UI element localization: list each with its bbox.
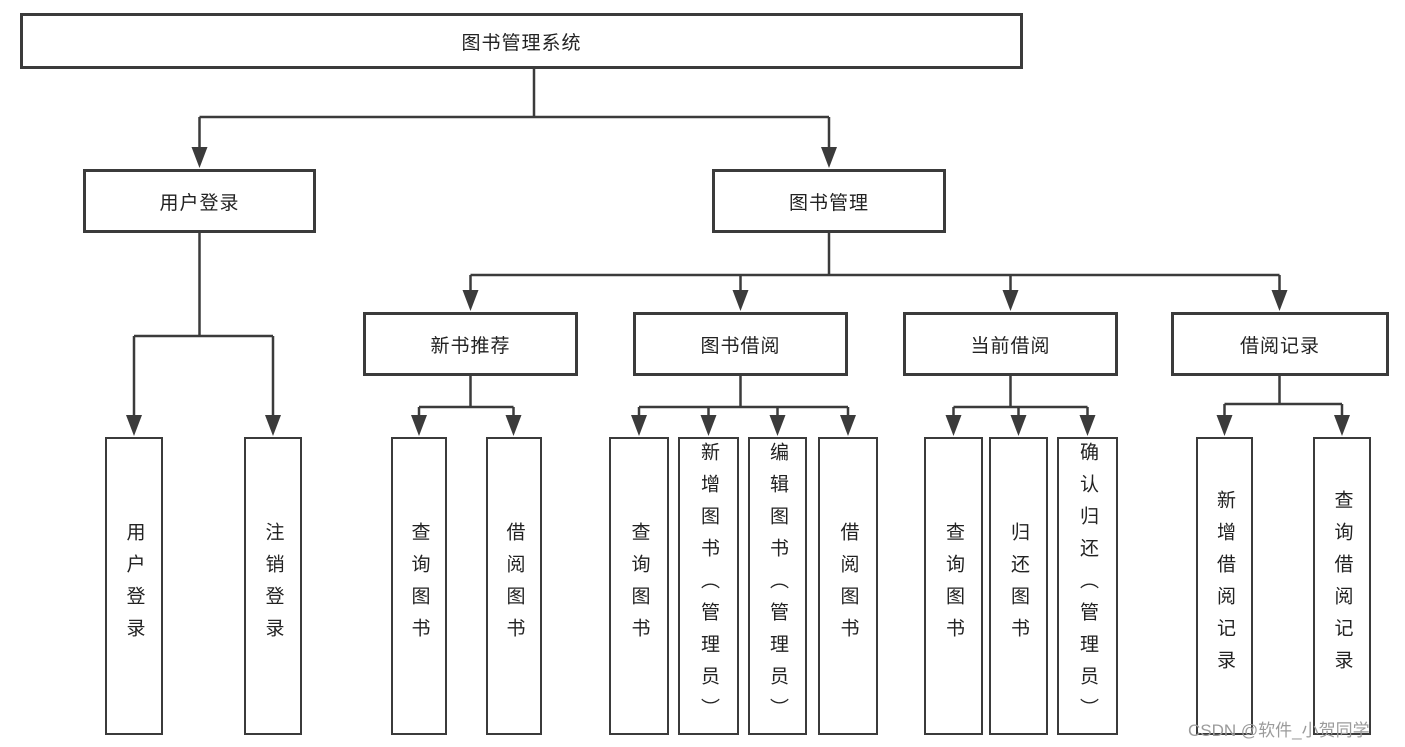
leaf-borrow-query-books: 查询图书 [609,437,669,735]
node-book-borrow-label: 图书借阅 [700,335,781,357]
leaf-borrow-add-books-label: 新增图书（管理员） [698,442,719,730]
leaf-records-add-record: 新增借阅记录 [1196,437,1253,735]
node-book-mgmt-label: 图书管理 [788,192,869,214]
leaf-records-query-record-label: 查询借阅记录 [1331,490,1353,682]
leaf-newbook-borrow-books-label: 借阅图书 [503,522,525,650]
node-new-book-recommend: 新书推荐 [363,312,578,376]
leaf-logout-login-label: 注销登录 [262,522,284,650]
leaf-records-query-record: 查询借阅记录 [1313,437,1371,735]
leaf-current-return-books-label: 归还图书 [1008,522,1029,650]
leaf-borrow-borrow-books-label: 借阅图书 [837,522,859,650]
leaf-user-login: 用户登录 [105,437,163,735]
leaf-logout-login: 注销登录 [244,437,302,735]
node-book-mgmt: 图书管理 [712,169,946,233]
node-root: 图书管理系统 [20,13,1023,69]
node-borrow-records-label: 借阅记录 [1239,335,1320,357]
leaf-user-login-label: 用户登录 [123,522,145,650]
node-user-login: 用户登录 [83,169,316,233]
leaf-newbook-query-books-label: 查询图书 [408,522,430,650]
node-user-login-label: 用户登录 [159,192,240,214]
leaf-records-add-record-label: 新增借阅记录 [1214,490,1235,682]
leaf-current-query-books: 查询图书 [924,437,983,735]
leaf-current-query-books-label: 查询图书 [943,522,964,650]
arrowheads [126,147,1350,436]
leaf-newbook-query-books: 查询图书 [391,437,447,735]
leaf-current-confirm-return-label: 确认归还（管理员） [1077,442,1098,730]
tree-lines [132,66,1344,420]
leaf-current-confirm-return: 确认归还（管理员） [1057,437,1118,735]
leaf-current-return-books: 归还图书 [989,437,1048,735]
leaf-borrow-query-books-label: 查询图书 [628,522,650,650]
node-book-borrow: 图书借阅 [633,312,848,376]
node-new-book-recommend-label: 新书推荐 [430,335,511,357]
node-current-borrow: 当前借阅 [903,312,1118,376]
node-root-label: 图书管理系统 [461,32,582,54]
leaf-borrow-borrow-books: 借阅图书 [818,437,878,735]
leaf-borrow-edit-books: 编辑图书（管理员） [748,437,807,735]
leaf-borrow-add-books: 新增图书（管理员） [678,437,739,735]
leaf-newbook-borrow-books: 借阅图书 [486,437,542,735]
node-current-borrow-label: 当前借阅 [970,335,1051,357]
node-borrow-records: 借阅记录 [1171,312,1389,376]
watermark-text: CSDN @软件_小贺同学 [1188,721,1370,740]
leaf-borrow-edit-books-label: 编辑图书（管理员） [767,442,788,730]
